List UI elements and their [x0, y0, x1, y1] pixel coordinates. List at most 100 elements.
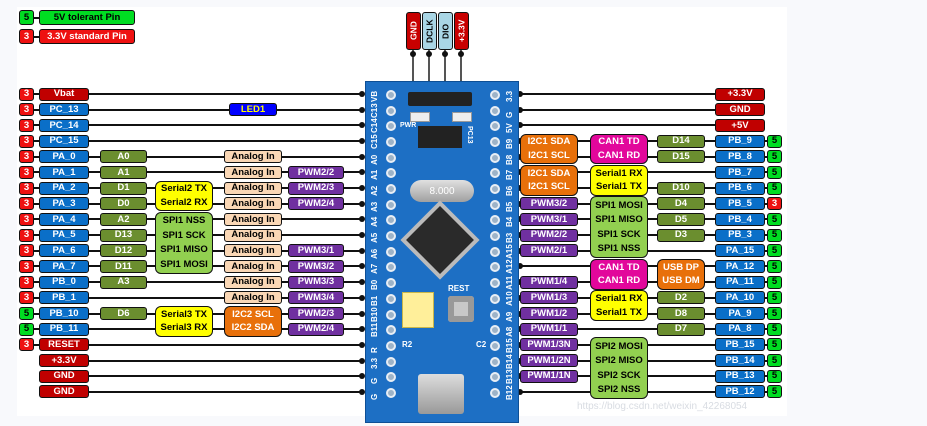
pin-hole	[386, 293, 396, 304]
pin-hole	[490, 90, 500, 100]
analog-in-label: Analog In	[224, 244, 282, 258]
analog-in-label: Analog In	[224, 291, 282, 305]
right-pin-pa10: PA_10	[715, 291, 765, 305]
can-group: CAN1 TD CAN1 RD	[590, 258, 648, 290]
header-pin-gnd: GND	[406, 12, 421, 50]
wire	[34, 36, 39, 38]
arduino-pin-a3: A3	[100, 275, 147, 289]
reset-label: REST	[448, 284, 470, 293]
pin-hole	[386, 262, 396, 273]
silk-label: B3	[505, 232, 514, 244]
tolerance-badge: 3	[767, 197, 782, 211]
tolerance-badge: 5	[767, 322, 782, 336]
wire	[520, 108, 715, 111]
tolerance-badge: 5	[767, 354, 782, 368]
right-pin-pb15: PB_15	[715, 338, 765, 352]
wire	[87, 375, 362, 378]
left-pin-33v: +3.3V	[39, 354, 89, 368]
silk-label: B9	[505, 138, 514, 150]
pin-hole	[490, 325, 500, 336]
pin-hole	[490, 372, 500, 383]
pin-hole	[490, 215, 500, 226]
arduino-pin-d0: D0	[100, 197, 147, 211]
pin-dot	[359, 247, 365, 254]
silk-label: B15	[505, 338, 514, 353]
spi-group-line: SPI1 NSS	[597, 243, 641, 255]
pin-dot	[359, 279, 365, 286]
header-pin-leg	[428, 50, 430, 94]
silk-label: A0	[370, 154, 379, 165]
wire	[34, 93, 39, 95]
pc13-led	[452, 112, 472, 122]
silk-label: B1	[370, 295, 379, 306]
right-pin-5v: +5V	[715, 118, 765, 132]
left-pin-pa5: PA_5	[39, 228, 89, 242]
pwr-label: PWR	[400, 122, 417, 129]
arduino-pin-a2: A2	[100, 212, 147, 226]
right-pin-pb13: PB_13	[715, 369, 765, 383]
silk-label: C13	[370, 102, 379, 118]
silk-label: B14	[505, 353, 514, 369]
pin-dot	[359, 310, 365, 317]
pin-hole	[490, 231, 500, 242]
crystal: 8.000	[410, 180, 474, 202]
wire	[87, 359, 362, 362]
wire	[520, 328, 715, 331]
tolerance-badge: 3	[19, 134, 34, 148]
can-group-line: CAN1 RD	[597, 149, 641, 161]
analog-in-label: Analog In	[224, 150, 282, 164]
spi-group-line: SPI2 NSS	[597, 384, 641, 396]
can-group-line: CAN1 TD	[598, 261, 640, 273]
silk-label: A15	[505, 244, 514, 259]
tolerance-badge: 3	[19, 165, 34, 179]
silk-label: A9	[505, 311, 514, 322]
c2-label: C2	[476, 340, 487, 349]
analog-in-label: Analog In	[224, 275, 282, 289]
left-pin-reset: RESET	[39, 338, 89, 352]
pwm-label: PWM3/1	[288, 244, 344, 258]
right-pin-pb9: PB_9	[715, 134, 765, 148]
pin-dot	[359, 388, 365, 395]
pin-dot	[410, 51, 416, 57]
pin-dot	[359, 122, 365, 129]
i2c1-group-line: I2C1 SDA	[527, 136, 571, 148]
pc13-label: PC13	[466, 126, 473, 144]
pin-hole	[386, 121, 396, 132]
pwm-label: PWM2/4	[288, 197, 344, 211]
left-pin-pb11: PB_11	[39, 322, 89, 336]
pin-hole	[386, 90, 396, 100]
wire	[34, 249, 39, 252]
left-pin-pc14: PC_14	[39, 118, 89, 132]
spi-group-line: SPI1 SCK	[162, 229, 206, 241]
tolerance-badge: 5	[767, 275, 782, 289]
header-pin-leg	[412, 50, 414, 94]
arduino-pin-d4: D4	[657, 197, 705, 211]
analog-in-label: Analog In	[224, 181, 282, 195]
pwm-label: PWM1/3	[520, 291, 578, 305]
header-pin-dclk: DCLK	[422, 12, 437, 50]
serial-group-line: Serial2 TX	[161, 183, 207, 195]
pwm-label: PWM2/3	[288, 307, 344, 321]
pin-hole	[386, 309, 396, 320]
silk-label: A12	[505, 259, 514, 275]
header-pin-leg	[460, 50, 462, 94]
pin-dot	[426, 51, 432, 57]
tolerance-badge: 5	[767, 259, 782, 273]
tolerance-badge: 5	[19, 322, 34, 336]
usb-group-line: USB DM	[662, 275, 700, 287]
can-group-line: CAN1 RD	[597, 275, 641, 287]
pin-dot	[359, 169, 365, 176]
silk-label: R	[370, 347, 379, 353]
pwm-label: PWM2/2	[288, 165, 344, 179]
silk-label: G	[505, 111, 514, 118]
serial-group-line: Serial1 TX	[596, 306, 642, 318]
analog-in-label: Analog In	[224, 165, 282, 179]
i2c1-group-line: I2C1 SDA	[527, 167, 571, 179]
